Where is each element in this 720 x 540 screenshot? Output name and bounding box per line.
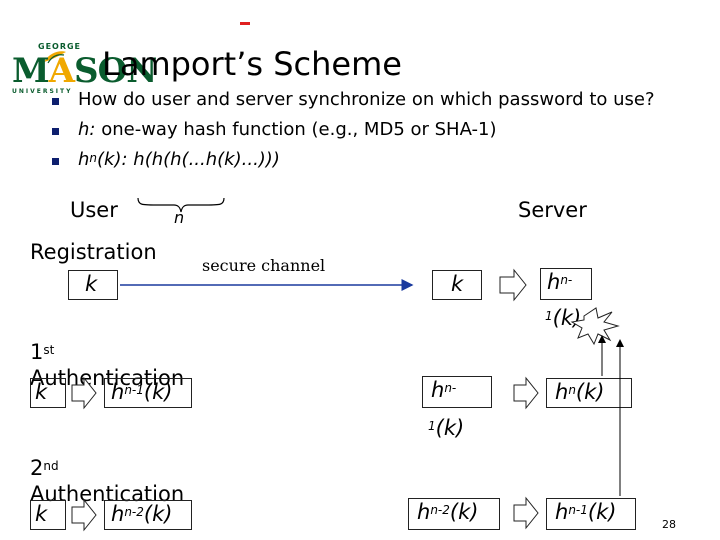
server-stored-box: hn- — [540, 268, 592, 300]
bullet-text-3: hn(k): h(h(h(...h(k)...))) — [78, 149, 280, 170]
bullet-text-1: How do user and server synchronize on wh… — [78, 89, 655, 110]
bullet-marker — [52, 158, 59, 165]
auth2-server-left-box: hn-2(k) — [408, 498, 500, 530]
block-arrow — [71, 376, 97, 410]
server-k-box: k — [432, 270, 482, 300]
block-arrow — [513, 376, 539, 410]
server-stored-overflow: 1(k) — [545, 306, 582, 330]
page-number: 28 — [662, 518, 676, 531]
auth1-server-right-box: hn(k) — [546, 378, 632, 408]
bullet-marker — [52, 98, 59, 105]
block-arrow — [513, 496, 539, 530]
leaf-icon — [44, 51, 66, 64]
auth1-server-left-box: hn- — [422, 376, 492, 408]
auth1-h-box: hn-1(k) — [104, 378, 192, 408]
slide-title: Lamport’s Scheme — [102, 45, 402, 83]
logo-bottom-text: UNIVERSITY — [12, 88, 73, 95]
registration-k-box: k — [68, 270, 118, 300]
logo-main-text: MASON — [12, 51, 157, 91]
block-arrow — [499, 268, 527, 302]
brace-icon — [137, 197, 225, 213]
logo-top-text: GEORGE — [38, 42, 82, 51]
auth1-server-left-overflow: 1(k) — [428, 416, 465, 440]
auth2-number: 2nd — [30, 456, 59, 480]
block-arrow — [71, 498, 97, 532]
university-logo: GEORGE MASON UNIVERSITY — [12, 42, 157, 102]
user-label: User — [70, 198, 118, 222]
auth2-server-right-box: hn-1(k) — [546, 498, 636, 530]
bullet-marker — [52, 128, 59, 135]
auth2-k-box: k — [30, 500, 66, 530]
server-label: Server — [518, 198, 587, 222]
brace-label: n — [174, 208, 185, 227]
bullet-text-2: h: one-way hash function (e.g., MD5 or S… — [78, 119, 497, 140]
auth1-k-box: k — [30, 378, 66, 408]
comparison-burst-icon — [570, 307, 620, 346]
auth2-label: Authentication — [30, 482, 185, 506]
accent-dash — [240, 22, 250, 25]
registration-label: Registration — [30, 240, 157, 264]
auth1-number: 1st — [30, 340, 55, 364]
channel-label: secure channel — [202, 256, 326, 275]
auth2-h-box: hn-2(k) — [104, 500, 192, 530]
